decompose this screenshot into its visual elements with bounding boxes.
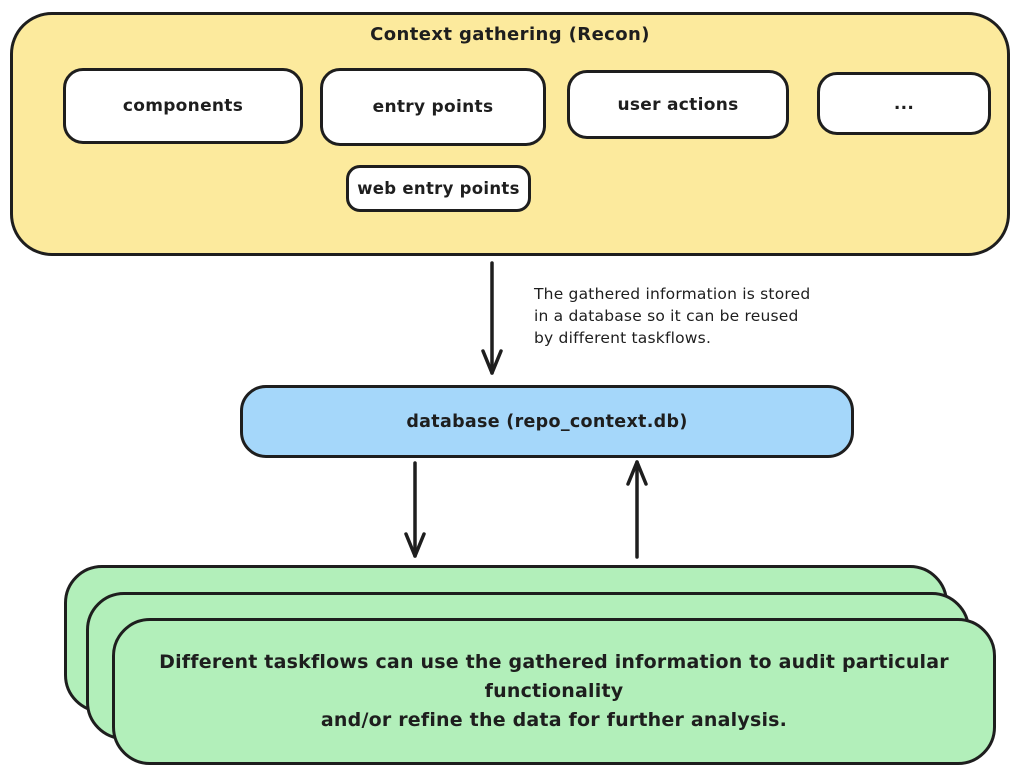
arrow-database-to-taskflows [404, 461, 426, 558]
context-gathering-group: Context gathering (Recon) components ent… [10, 12, 1010, 256]
node-web-entry-points: web entry points [346, 165, 531, 212]
node-database: database (repo_context.db) [240, 385, 854, 458]
node-user-actions: user actions [567, 70, 789, 139]
node-components: components [63, 68, 303, 144]
node-entry-points: entry points [320, 68, 546, 146]
taskflow-text-line2: and/or refine the data for further analy… [320, 709, 788, 731]
database-annotation: The gathered information is stored in a … [534, 283, 810, 349]
node-entry-points-label: entry points [372, 97, 494, 117]
node-web-entry-points-label: web entry points [357, 179, 520, 198]
arrow-recon-to-database [481, 261, 503, 375]
database-annotation-line3: by different taskflows. [534, 329, 712, 347]
node-components-label: components [122, 96, 244, 116]
database-annotation-line2: in a database so it can be reused [534, 307, 799, 325]
node-ellipsis: ... [817, 72, 991, 135]
arrow-taskflows-to-database [626, 460, 648, 559]
taskflow-card-front: Different taskflows can use the gathered… [112, 618, 996, 765]
taskflow-text-line1: Different taskflows can use the gathered… [159, 651, 949, 702]
database-annotation-line1: The gathered information is stored [534, 285, 811, 303]
node-ellipsis-label: ... [893, 93, 915, 114]
context-gathering-title: Context gathering (Recon) [370, 24, 650, 45]
node-user-actions-label: user actions [617, 94, 739, 115]
node-database-label: database (repo_context.db) [406, 411, 688, 432]
